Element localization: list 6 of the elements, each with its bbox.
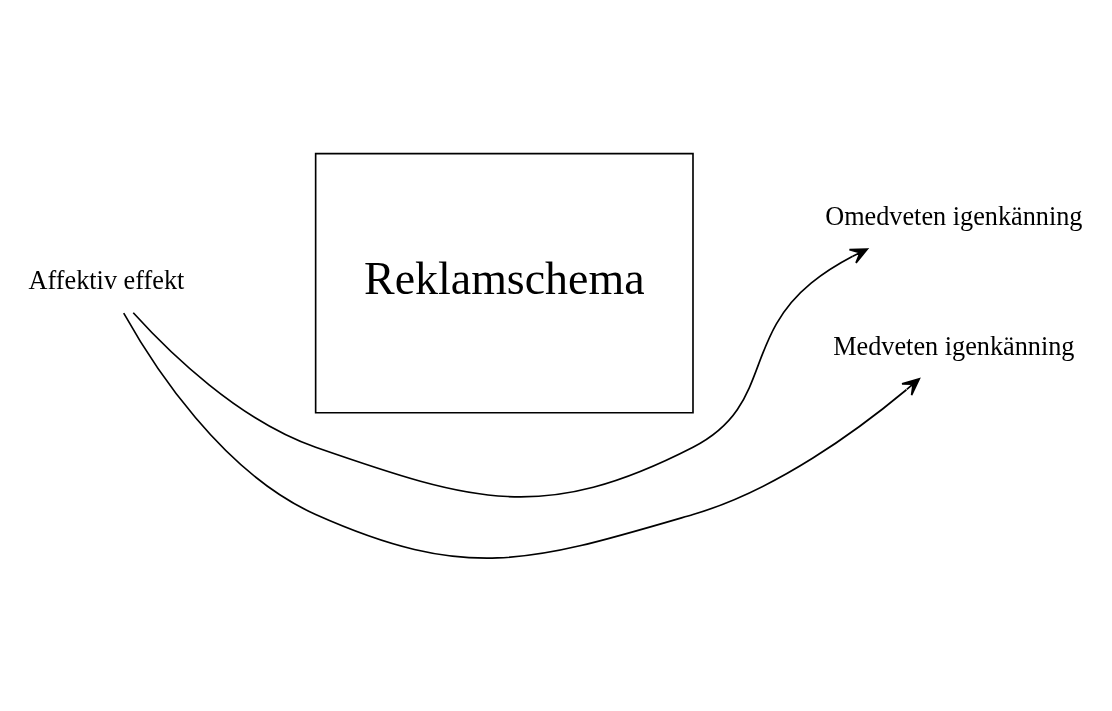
arrow — [122, 311, 921, 559]
node-box: Reklamschema — [314, 152, 694, 414]
node-text: Omedveten igenkänning — [825, 201, 1083, 231]
node-text: Medveten igenkänning — [833, 331, 1075, 361]
node-text: Affektiv effekt — [28, 265, 185, 295]
arrow — [132, 247, 869, 497]
